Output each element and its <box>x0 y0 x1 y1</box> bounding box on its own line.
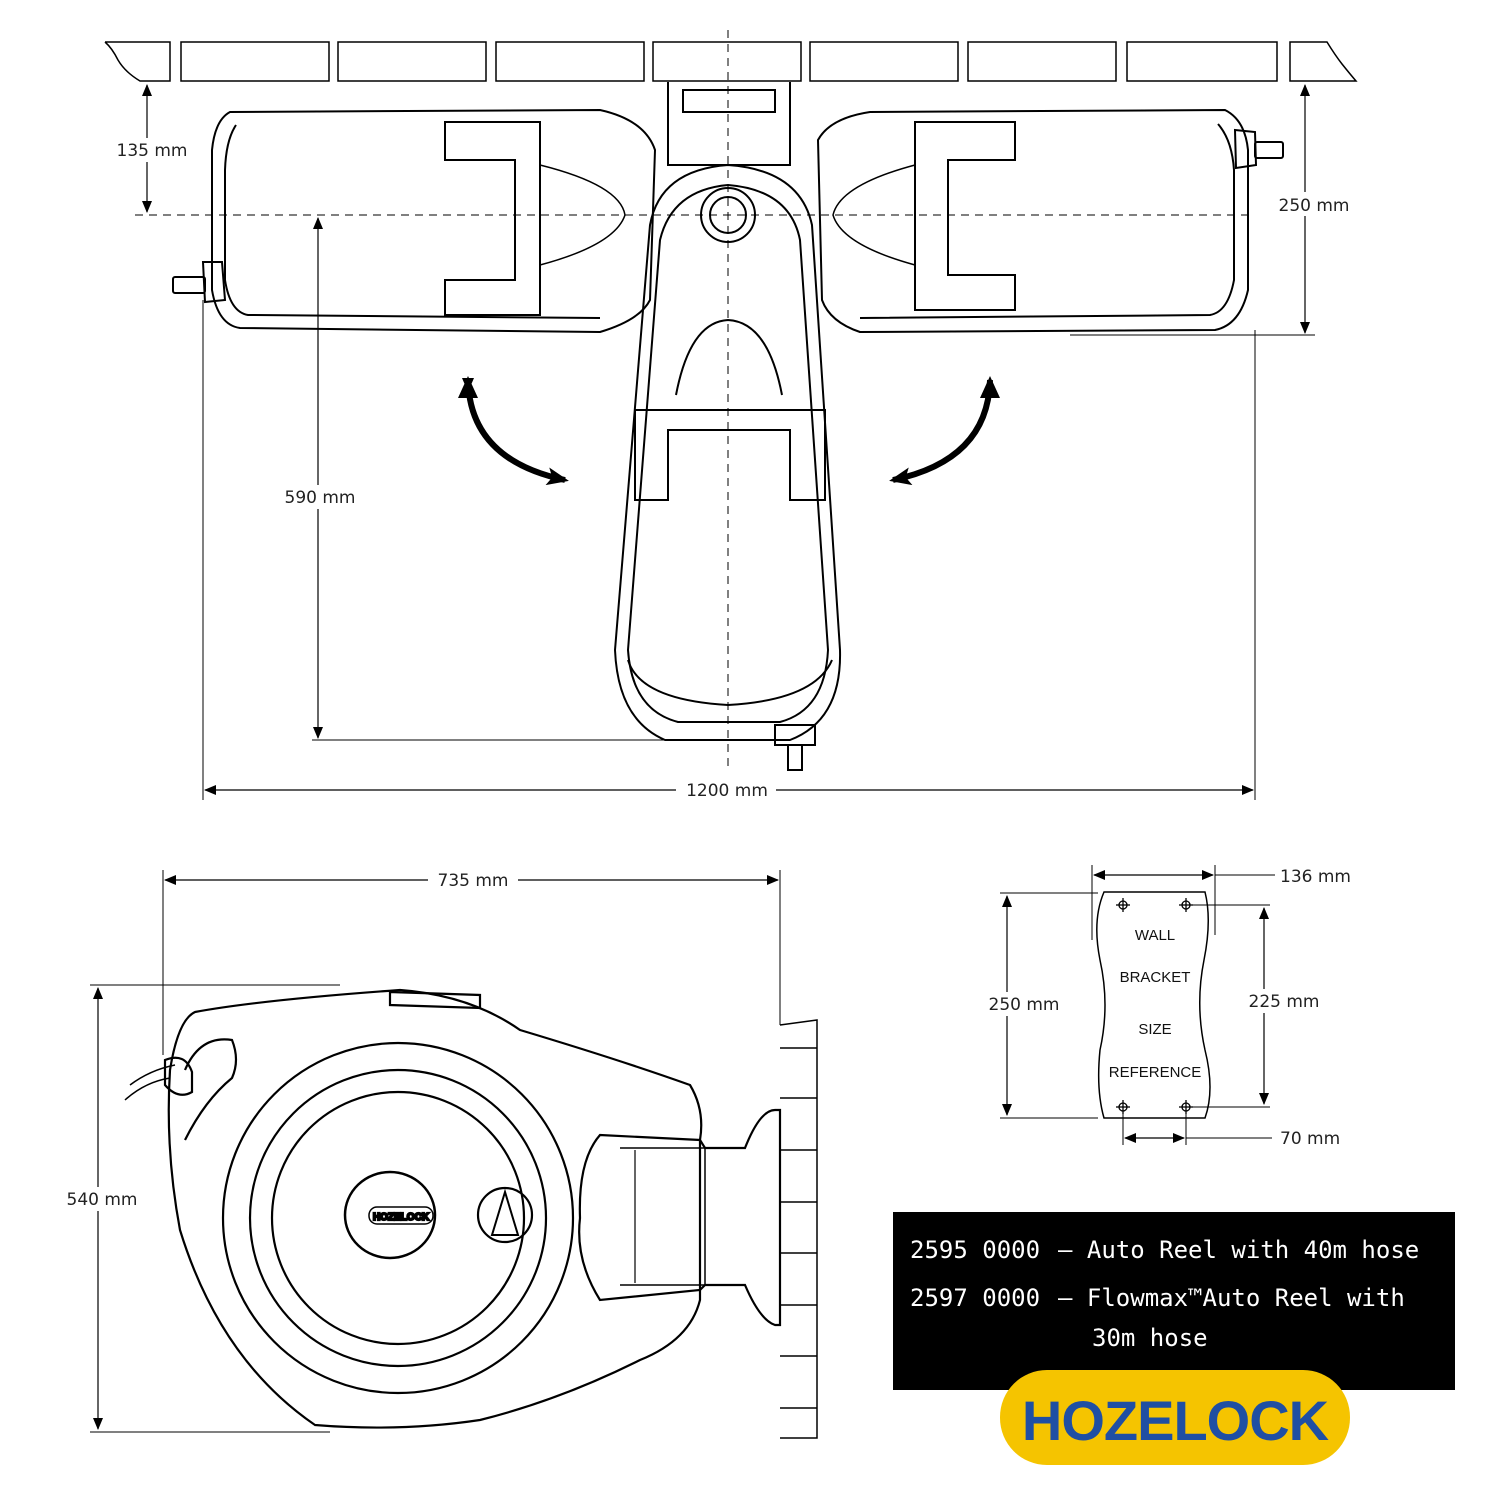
right-reel-drum <box>816 108 1284 334</box>
bracket-outline <box>1096 891 1211 1119</box>
wall-top <box>104 41 1358 82</box>
central-body <box>613 82 842 771</box>
bracket-label-line1: WALL <box>1135 927 1175 944</box>
product-desc-1: – Auto Reel with 40m hose <box>1058 1236 1419 1264</box>
hozelock-logo: HOZELOCK <box>1000 1370 1350 1465</box>
dim-hole-vertical: 225 mm <box>1249 992 1320 1012</box>
reel-housing: HOZELOCK <box>124 988 703 1429</box>
wall-side <box>779 1019 818 1439</box>
top-view: 135 mm 250 mm 590 mm 1200 mm <box>104 30 1360 802</box>
rotate-right-arrow <box>889 379 993 486</box>
bracket-label-line2: BRACKET <box>1120 969 1191 986</box>
product-desc-2-cont: 30m hose <box>1092 1324 1208 1352</box>
dim-arm-reach: 590 mm <box>285 488 356 508</box>
product-desc-2: – Flowmax™Auto Reel with <box>1058 1284 1405 1312</box>
reel-badge-text: HOZELOCK <box>373 1212 430 1223</box>
dim-bracket-height: 250 mm <box>989 995 1060 1015</box>
product-code-2: 2597 0000 <box>910 1284 1040 1312</box>
dim-overall-width: 1200 mm <box>686 781 768 801</box>
dim-side-width: 735 mm <box>438 871 509 891</box>
rotate-left-arrow <box>465 379 569 486</box>
bracket-label-line4: REFERENCE <box>1109 1064 1202 1081</box>
left-reel-drum <box>172 108 657 334</box>
dim-hole-horizontal: 70 mm <box>1280 1129 1340 1149</box>
dim-wall-offset: 135 mm <box>117 141 188 161</box>
brand-name: HOZELOCK <box>1022 1389 1329 1452</box>
dim-side-height: 540 mm <box>67 1190 138 1210</box>
wall-bracket-reference: WALL BRACKET SIZE REFERENCE 136 mm 250 m… <box>985 865 1351 1149</box>
product-code-1: 2595 0000 <box>910 1236 1040 1264</box>
bracket-label-line3: SIZE <box>1138 1021 1171 1038</box>
side-view: HOZELOCK 735 mm 540 mm <box>58 868 818 1439</box>
wall-bracket-arm <box>578 1108 782 1327</box>
product-info-box: 2595 0000 – Auto Reel with 40m hose 2597… <box>893 1212 1455 1390</box>
dim-bracket-width: 136 mm <box>1280 867 1351 887</box>
dim-bracket-depth: 250 mm <box>1279 196 1350 216</box>
